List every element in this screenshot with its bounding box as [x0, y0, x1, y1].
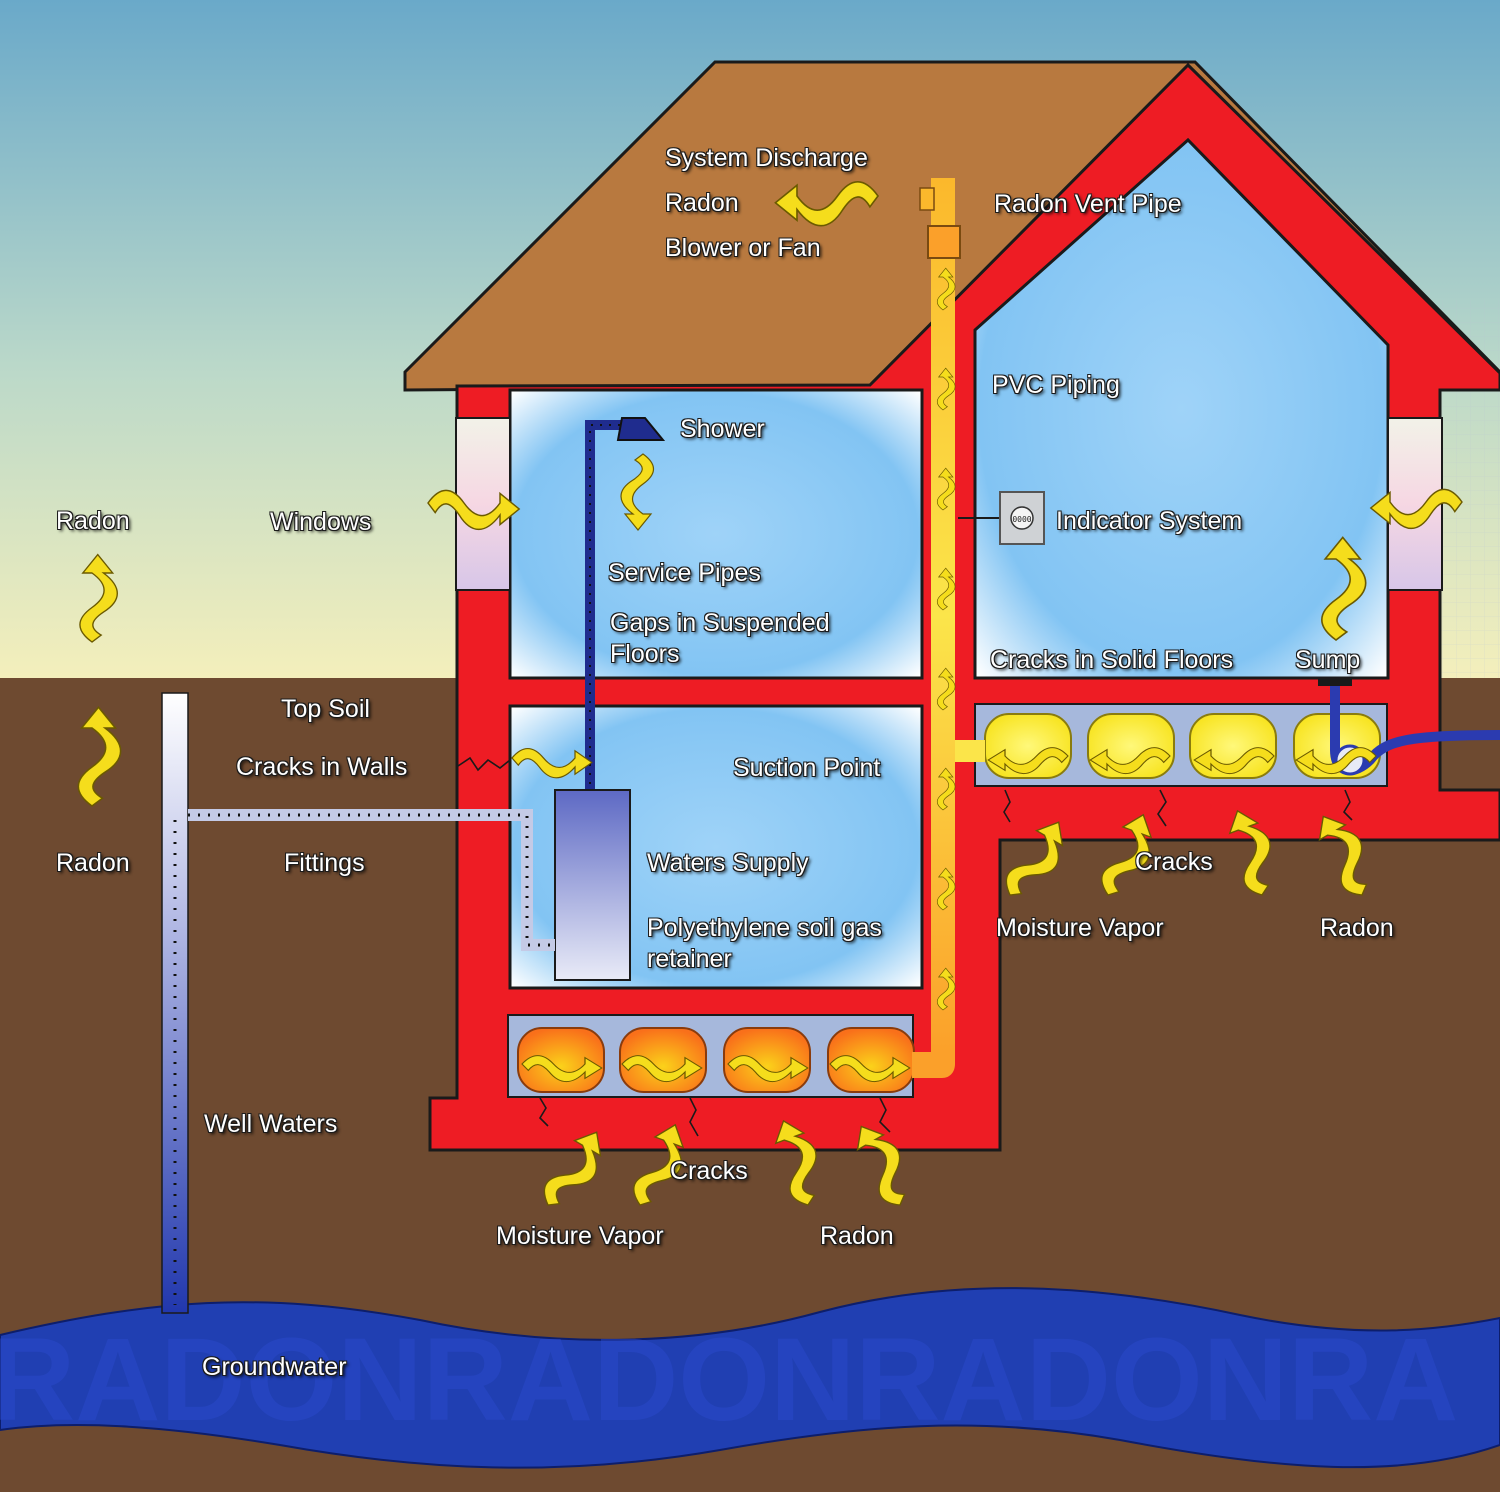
- label-cracks-solid-floors: Cracks in Solid Floors: [990, 646, 1234, 674]
- label-radon-discharge: Radon: [665, 189, 739, 217]
- label-fittings: Fittings: [284, 849, 365, 877]
- label-blower-fan: Blower or Fan: [665, 234, 821, 262]
- label-well-waters: Well Waters: [204, 1110, 338, 1138]
- groundwater: [0, 1287, 1500, 1469]
- indicator-readout: 0000: [1012, 515, 1031, 524]
- vent-pipe-branch: [955, 740, 985, 762]
- label-gaps-suspended-floors: Gaps in Suspended Floors: [610, 609, 830, 669]
- vent-pipe-elbow: [912, 1040, 955, 1078]
- label-radon-soil: Radon: [56, 849, 130, 877]
- discharge-outlet: [919, 187, 935, 211]
- label-cracks-in-walls: Cracks in Walls: [236, 753, 408, 781]
- supply-pipe: [188, 809, 555, 951]
- label-waters-supply: Waters Supply: [647, 849, 809, 877]
- sump-cap: [1318, 678, 1352, 686]
- service-pipe: [585, 420, 628, 820]
- label-polyethylene-retainer: Polyethylene soil gas retainer: [647, 914, 882, 974]
- cracks: [457, 756, 1353, 1137]
- shower-head: [616, 417, 666, 441]
- blower-fan-box: [927, 225, 961, 259]
- label-system-discharge: System Discharge: [665, 144, 868, 172]
- label-groundwater: Groundwater: [202, 1353, 347, 1381]
- label-moisture-vapor-right: Moisture Vapor: [996, 914, 1164, 942]
- label-windows: Windows: [270, 508, 372, 536]
- label-indicator-system: Indicator System: [1056, 507, 1243, 535]
- upper-left-room: [508, 388, 924, 680]
- label-moisture-vapor-bottom: Moisture Vapor: [496, 1222, 664, 1250]
- label-radon-bottom: Radon: [820, 1222, 894, 1250]
- water-tank: [554, 789, 631, 981]
- well-pipe: [161, 692, 189, 1314]
- label-radon-outside: Radon: [56, 507, 130, 535]
- label-pvc-piping: PVC Piping: [992, 371, 1120, 399]
- label-service-pipes: Service Pipes: [608, 559, 761, 587]
- label-radon-vent-pipe: Radon Vent Pipe: [994, 190, 1182, 218]
- label-sump: Sump: [1295, 646, 1361, 674]
- label-shower: Shower: [680, 415, 765, 443]
- label-suction-point: Suction Point: [733, 754, 881, 782]
- indicator-dial: [1010, 506, 1034, 530]
- label-cracks-bottom: Cracks: [670, 1157, 748, 1185]
- label-top-soil: Top Soil: [281, 695, 370, 723]
- label-radon-right: Radon: [1320, 914, 1394, 942]
- watermark-text: RADONRADONRADONRA: [0, 1314, 1458, 1446]
- label-cracks-right: Cracks: [1135, 848, 1213, 876]
